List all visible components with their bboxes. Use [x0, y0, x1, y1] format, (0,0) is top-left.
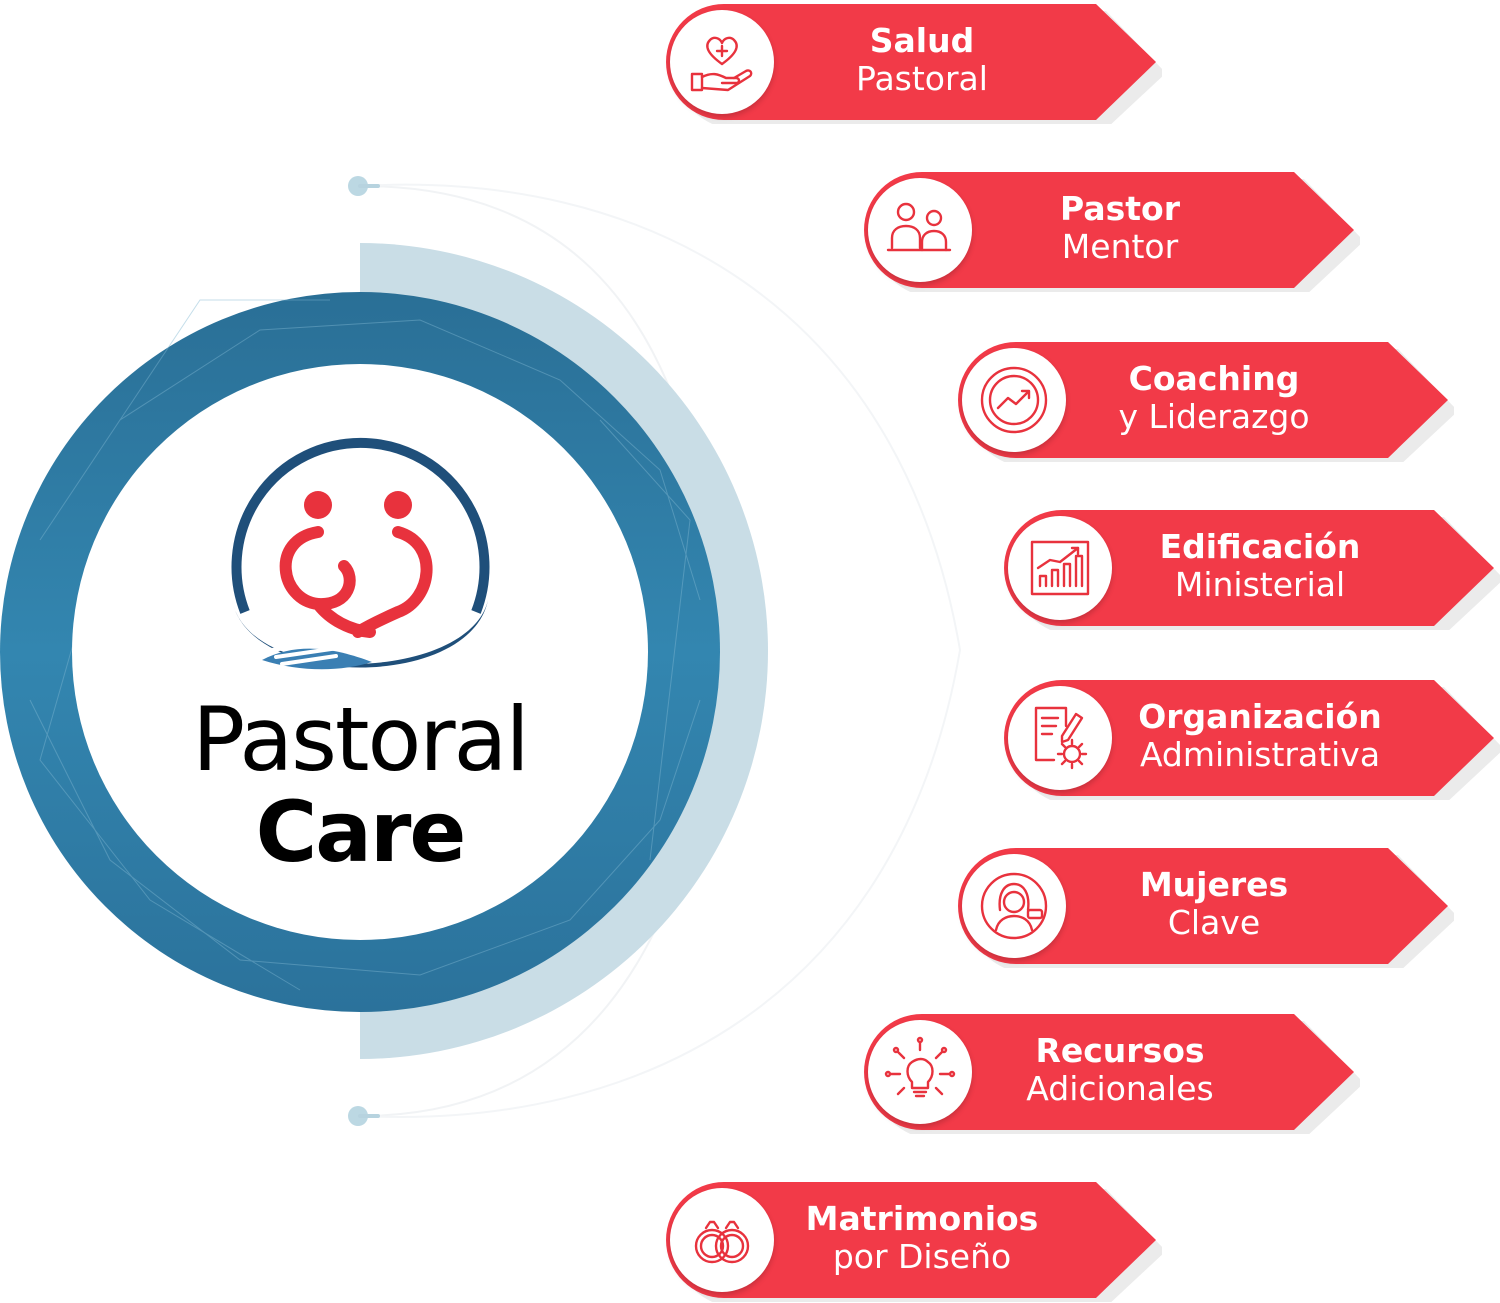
mentor-people-icon	[868, 178, 972, 282]
menu-item-coaching-liderazgo[interactable]: Coaching y Liderazgo	[954, 338, 1454, 462]
item-title: Matrimonios	[805, 1199, 1039, 1238]
lightbulb-icon	[868, 1020, 972, 1124]
menu-item-salud-pastoral[interactable]: Salud Pastoral	[662, 0, 1162, 124]
logo-title-pastoral: Pastoral	[192, 688, 530, 791]
item-subtitle: Administrativa	[1139, 735, 1381, 774]
menu-item-matrimonios-por-diseno[interactable]: Matrimonios por Diseño	[662, 1178, 1162, 1302]
woman-icon	[962, 854, 1066, 958]
heart-hand-icon	[670, 10, 774, 114]
bottom-node-line	[358, 1114, 380, 1118]
ring-network-pattern	[29, 299, 701, 991]
item-subtitle: Clave	[1167, 903, 1261, 942]
top-node-line	[358, 184, 380, 188]
menu-item-pastor-mentor[interactable]: Pastor Mentor	[860, 168, 1360, 292]
item-title: Organización	[1138, 697, 1382, 736]
growth-arrow-icon	[962, 348, 1066, 452]
item-title: Coaching	[1128, 359, 1300, 398]
item-title: Salud	[869, 21, 975, 60]
item-title: Edificación	[1159, 527, 1361, 566]
menu-item-organizacion-administrativa[interactable]: Organización Administrativa	[1000, 676, 1500, 800]
logo-mark	[231, 437, 490, 670]
inner-white-circle	[72, 364, 648, 940]
item-subtitle: y Liderazgo	[1118, 397, 1310, 436]
item-subtitle: Pastoral	[856, 59, 988, 98]
document-gear-icon	[1008, 686, 1112, 790]
item-subtitle: Ministerial	[1174, 565, 1346, 604]
item-title: Mujeres	[1139, 865, 1289, 904]
hub-circle	[0, 243, 768, 1059]
item-subtitle: por Diseño	[832, 1237, 1012, 1276]
menu-item-recursos-adicionales[interactable]: Recursos Adicionales	[860, 1010, 1360, 1134]
item-subtitle: Mentor	[1061, 227, 1179, 266]
bar-chart-icon	[1008, 516, 1112, 620]
menu-item-mujeres-clave[interactable]: Mujeres Clave	[954, 844, 1454, 968]
item-subtitle: Adicionales	[1026, 1069, 1214, 1108]
menu-item-edificacion-ministerial[interactable]: Edificación Ministerial	[1000, 506, 1500, 630]
item-title: Recursos	[1035, 1031, 1205, 1070]
wedding-rings-icon	[670, 1188, 774, 1292]
logo-title-care: Care	[255, 783, 467, 881]
item-title: Pastor	[1060, 189, 1180, 228]
